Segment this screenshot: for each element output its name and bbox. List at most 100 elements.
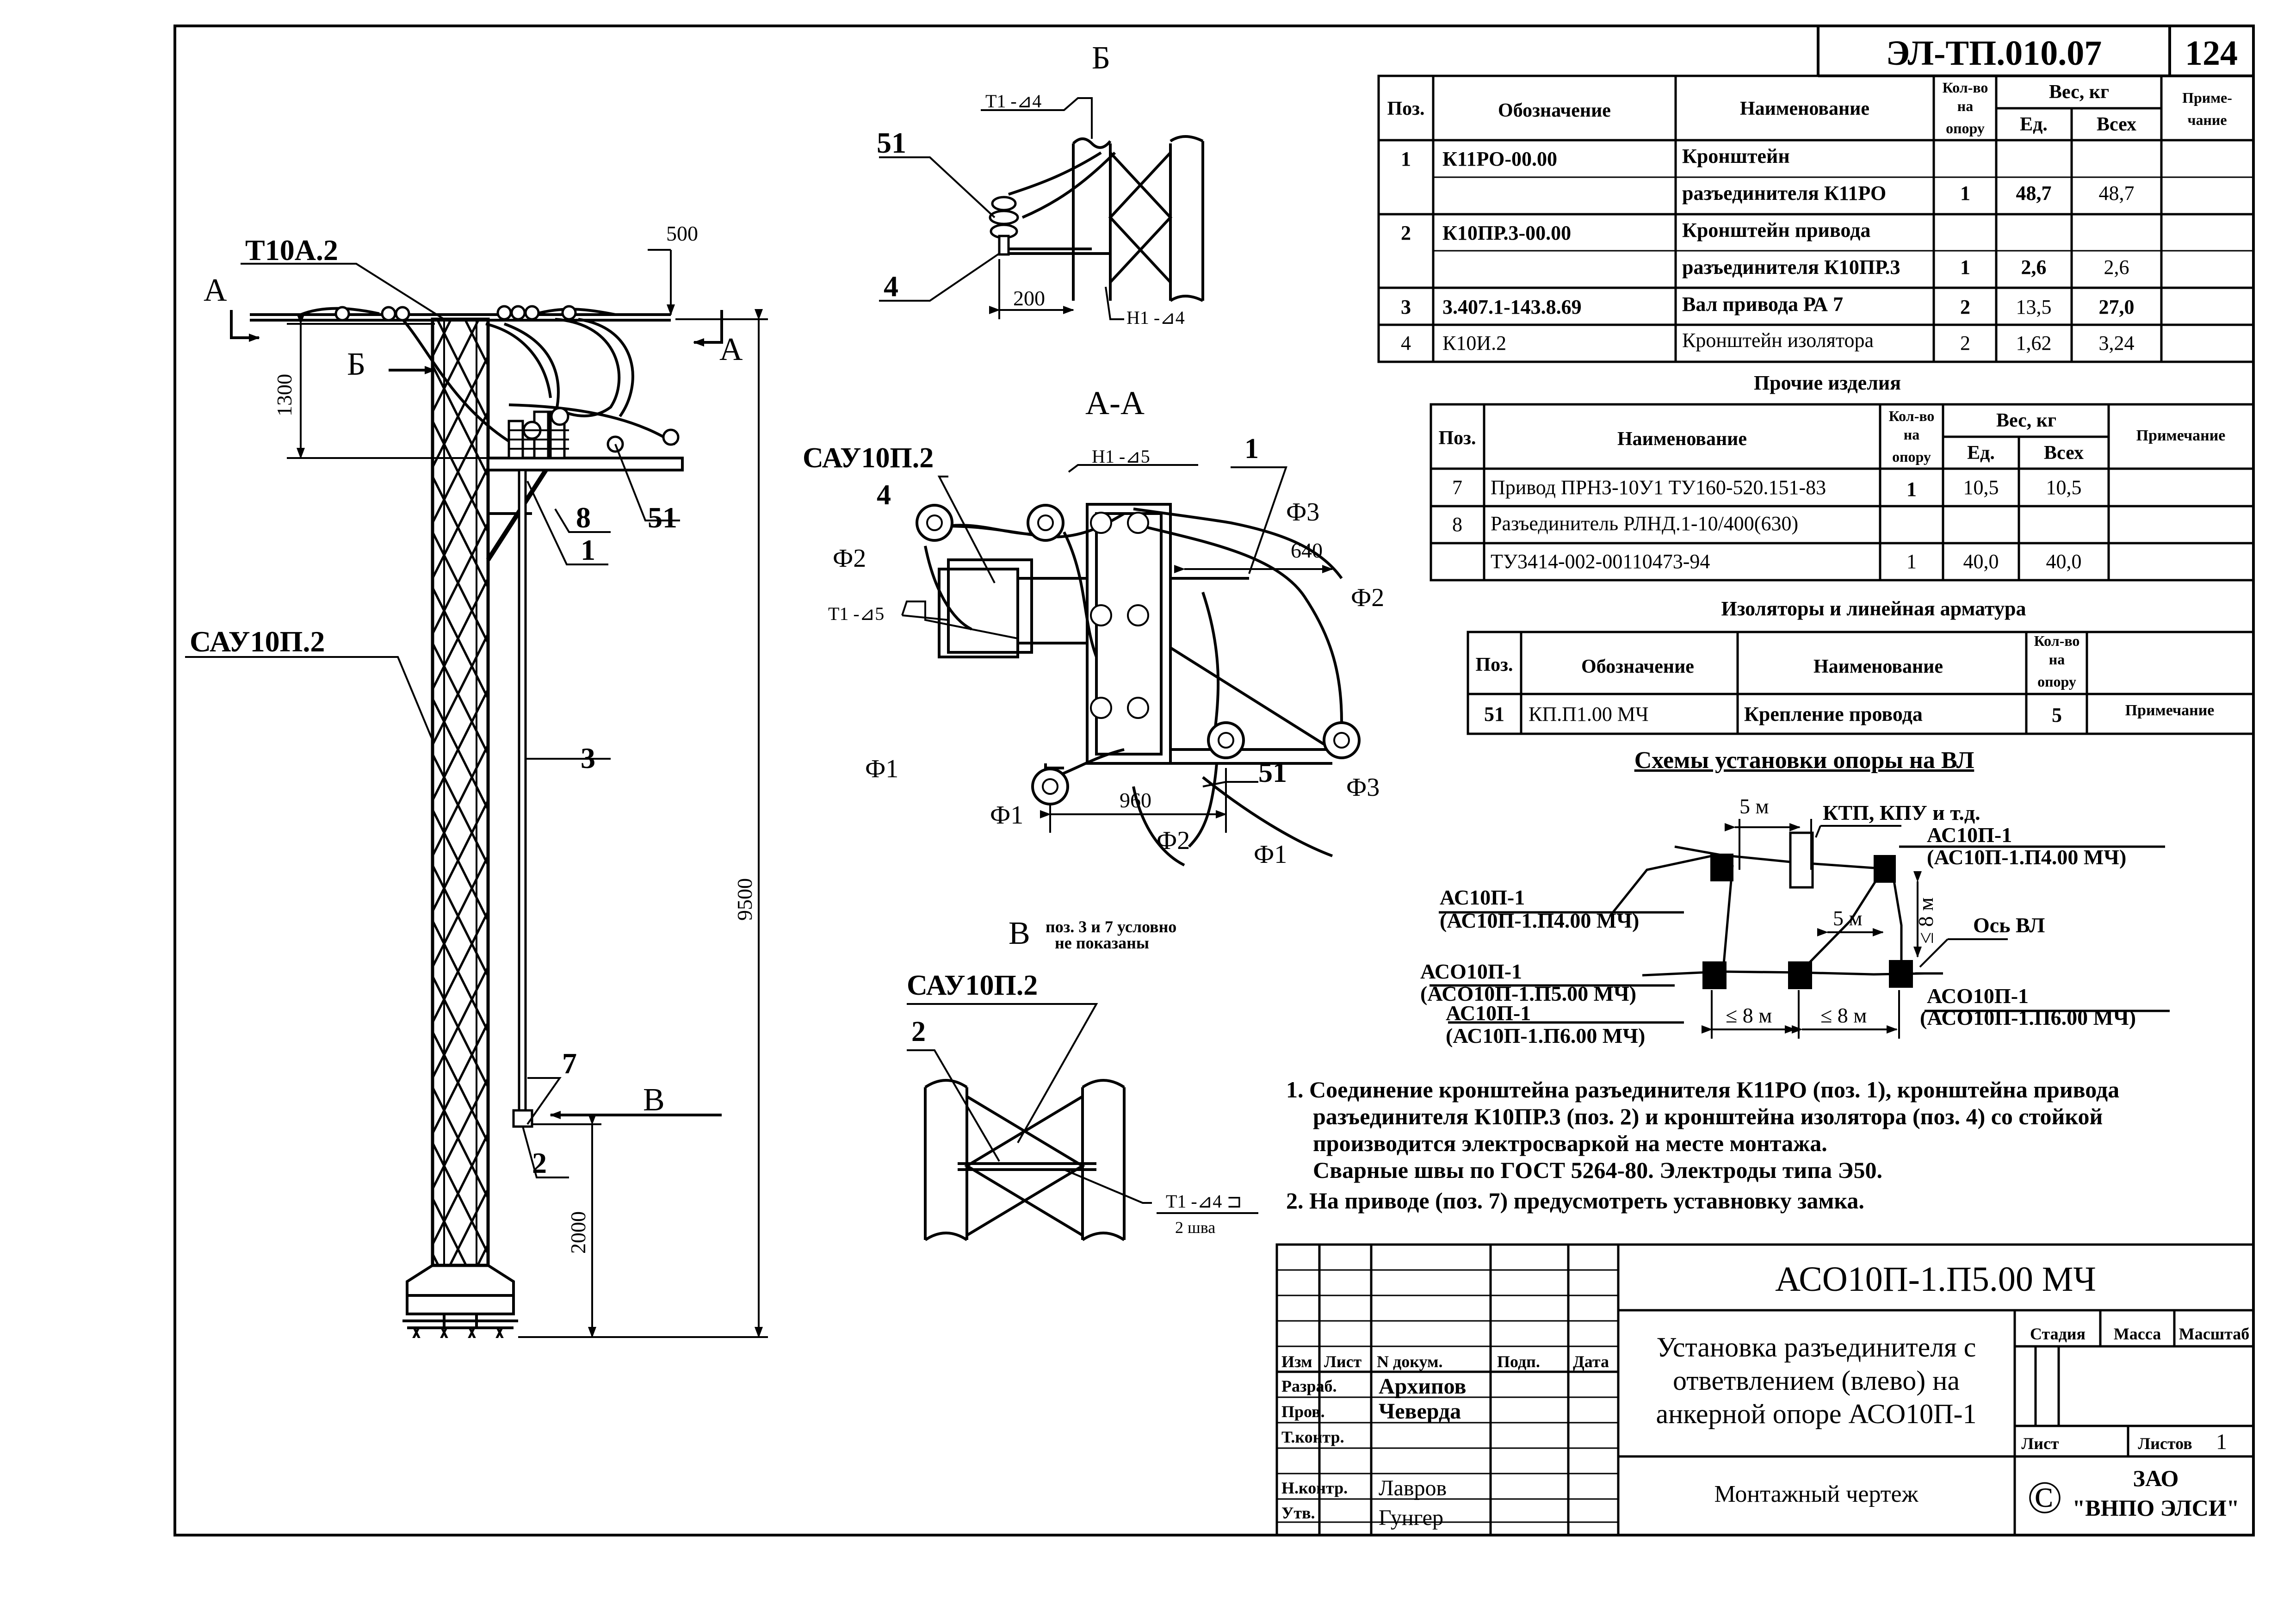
spec-r2-qty: 1 xyxy=(1960,182,1970,204)
note-line-1: 1. Соединение кронштейна разъединителя К… xyxy=(1286,1077,2119,1103)
spec-h-pos: Поз. xyxy=(1387,98,1424,119)
ins-h-pos: Поз. xyxy=(1475,654,1513,675)
view-aa-f1c: Ф1 xyxy=(1254,840,1287,869)
view-b-weld-t1: Т1 -⊿4 xyxy=(985,91,1041,112)
tb-title-1: Установка разъединителя с xyxy=(1657,1332,1976,1363)
spec-r4-naim: разъединителя К10ПР.3 xyxy=(1682,256,1900,279)
tb-role-utv: Утв. xyxy=(1281,1504,1315,1522)
other-r1-qty: 1 xyxy=(1906,478,1917,501)
view-aa-pos-1: 1 xyxy=(1244,433,1259,465)
other-h-kolvo-3: опору xyxy=(1892,448,1931,465)
other-h-kolvo-2: на xyxy=(1904,426,1919,443)
label-b: Б xyxy=(347,347,365,382)
other-r1-ed: 10,5 xyxy=(1963,476,1999,499)
view-b-title: Б xyxy=(1092,40,1110,76)
view-v-note-2: не показаны xyxy=(1055,934,1149,952)
ins-r1-qty: 5 xyxy=(2052,704,2062,726)
scheme-axis: Ось ВЛ xyxy=(1973,913,2045,937)
spec-r5-qty: 2 xyxy=(1960,296,1970,318)
view-aa-pos-51: 51 xyxy=(1258,757,1287,788)
other-r3-naim: ТУ3414-002-00110473-94 xyxy=(1491,550,1710,573)
other-r3-qty: 1 xyxy=(1906,550,1917,573)
tb-col-ndoc: N докум. xyxy=(1377,1352,1443,1371)
spec-r3-pos: 2 xyxy=(1401,222,1411,244)
ins-r1-naim: Крепление провода xyxy=(1744,703,1923,725)
other-h-kolvo-1: Кол-во xyxy=(1889,408,1935,424)
tb-stadia: Стадия xyxy=(2030,1325,2086,1343)
spec-r4-all: 2,6 xyxy=(2104,256,2129,279)
pole-mark-3 xyxy=(1702,961,1727,989)
label-v: В xyxy=(643,1082,665,1118)
page-number: 124 xyxy=(2185,34,2238,73)
label-t10a: Т10А.2 xyxy=(245,234,338,266)
dim-500: 500 xyxy=(666,222,698,245)
tb-company-1: ЗАО xyxy=(2133,1465,2179,1491)
view-b: Б xyxy=(877,40,1204,328)
view-aa-f3b: Ф3 xyxy=(1346,773,1380,802)
tb-role-prov: Пров. xyxy=(1281,1402,1325,1421)
spec-r1-oboz: К11РО-00.00 xyxy=(1442,148,1557,170)
view-v-title: В xyxy=(1009,916,1030,951)
tb-doc-type: Монтажный чертеж xyxy=(1714,1481,1918,1507)
view-aa-f1a: Ф1 xyxy=(865,755,898,783)
note-line-3: производится электросваркой на месте мон… xyxy=(1313,1130,1827,1156)
label-sau-main: САУ10П.2 xyxy=(190,625,325,658)
spec-r3-naim: Кронштейн привода xyxy=(1682,219,1870,242)
note-line-5: 2. На приводе (поз. 7) предусмотреть уст… xyxy=(1286,1188,1864,1214)
pos-3: 3 xyxy=(581,742,595,774)
tb-masshtab: Масштаб xyxy=(2179,1325,2249,1343)
scheme-d5a: 5 м xyxy=(1739,794,1769,818)
ins-h-oboz: Обозначение xyxy=(1581,656,1694,677)
view-aa-f3a: Ф3 xyxy=(1286,498,1319,527)
ins-h-kolvo-3: опору xyxy=(2037,673,2076,690)
tb-name-utv: Гунгер xyxy=(1379,1505,1443,1530)
spec-h-kolvo-2: на xyxy=(1957,98,1973,114)
note-line-2: разъединителя К10ПР.3 (поз. 2) и кронште… xyxy=(1313,1103,2103,1129)
scheme-d5b: 5 м xyxy=(1833,906,1863,930)
notes: 1. Соединение кронштейна разъединителя К… xyxy=(1286,1077,2119,1214)
scheme-as-l-1: АС10П-1 xyxy=(1440,886,1525,909)
tb-company-2: "ВНПО ЭЛСИ" xyxy=(2072,1495,2239,1521)
spec-h-ed: Ед. xyxy=(2020,114,2048,135)
other-h-prim: Примечание xyxy=(2136,427,2226,444)
tb-listov: Листов xyxy=(2138,1434,2192,1453)
spec-h-ves: Вес, кг xyxy=(2049,81,2109,103)
tb-title-3: анкерной опоре АСО10П-1 xyxy=(1656,1399,1977,1429)
tb-name-nkontr: Лавров xyxy=(1379,1476,1447,1500)
tb-designation: АСО10П-1.П5.00 МЧ xyxy=(1775,1260,2096,1299)
ins-r1-oboz: КП.П1.00 МЧ xyxy=(1529,703,1649,725)
view-aa-dim-960: 960 xyxy=(1120,788,1151,812)
spec-r6-ed: 1,62 xyxy=(2016,332,2052,354)
tb-role-tkontr: Т.контр. xyxy=(1281,1428,1344,1446)
spec-r4-qty: 1 xyxy=(1960,256,1970,279)
spec-r6-all: 3,24 xyxy=(2099,332,2135,354)
tb-col-izm: Изм xyxy=(1281,1352,1312,1371)
tb-listov-value: 1 xyxy=(2216,1430,2227,1454)
spec-h-oboz: Обозначение xyxy=(1498,100,1611,121)
scheme-aso-l-2: (АСО10П-1.П5.00 МЧ) xyxy=(1420,982,1636,1005)
spec-h-naim: Наименование xyxy=(1740,98,1869,119)
scheme-aso-r-1: АСО10П-1 xyxy=(1927,984,2029,1008)
tb-name-prov: Чеверда xyxy=(1379,1399,1461,1424)
pos-51: 51 xyxy=(648,501,677,534)
spec-h-prim-1: Приме- xyxy=(2182,89,2232,106)
pole-mark-4 xyxy=(1788,961,1812,989)
view-aa-label-sau: САУ10П.2 xyxy=(803,442,934,474)
copyright-icon: © xyxy=(2027,1472,2062,1523)
pos-2: 2 xyxy=(532,1146,547,1179)
title-block: Изм Лист N докум. Подп. Дата Разраб. Про… xyxy=(1275,1243,2255,1536)
sheet-frame xyxy=(173,25,2255,1536)
pos-7: 7 xyxy=(562,1047,577,1080)
ins-h-kolvo-1: Кол-во xyxy=(2034,632,2080,649)
spec-h-kolvo-3: опору xyxy=(1946,120,1985,136)
scheme-aso-l-1: АСО10П-1 xyxy=(1420,960,1522,983)
dim-9500: 9500 xyxy=(733,878,756,921)
tb-title-2: ответвлением (влево) на xyxy=(1673,1365,1960,1396)
view-aa-pos-4: 4 xyxy=(877,479,891,511)
spec-r5-all: 27,0 xyxy=(2099,296,2135,318)
pole-mark-2 xyxy=(1874,855,1896,883)
tb-name-razrab: Архипов xyxy=(1379,1374,1466,1399)
view-aa-weld-h1: Н1 -⊿5 xyxy=(1092,446,1150,467)
view-v-pos-2: 2 xyxy=(911,1016,926,1047)
